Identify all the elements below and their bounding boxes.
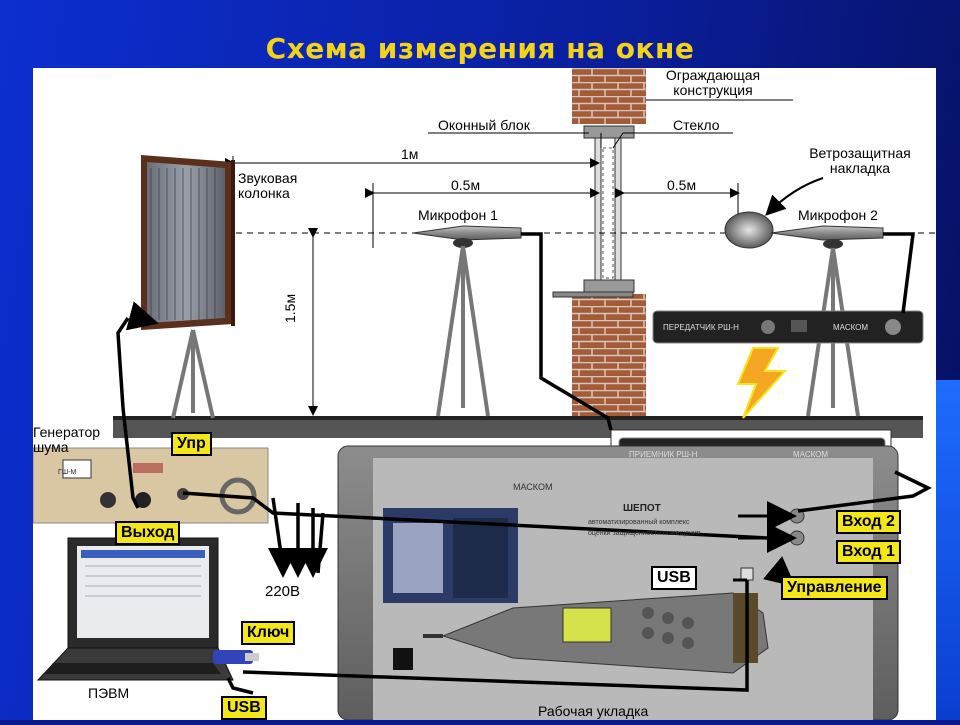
label-speaker: Звуковая колонка: [238, 170, 298, 201]
speaker-tripod: [171, 329, 215, 419]
transmitter-label: ПЕРЕДАТЧИК РШ-Н: [663, 323, 739, 332]
label-work-case: Рабочая укладка: [538, 703, 649, 719]
case-subtitle-1: автоматизированный комплекс: [588, 519, 690, 526]
label-power-220v: 220В: [265, 583, 301, 600]
tag-output: Выход: [115, 521, 181, 545]
label-window-block: Оконный блок: [438, 117, 530, 133]
tag-control-out: Упр: [171, 432, 212, 456]
power-arrows: [268, 548, 328, 578]
enclosing-wall: [552, 68, 646, 416]
tag-key: Ключ: [241, 621, 296, 645]
noise-generator: [32, 447, 269, 524]
transmitter-brand: МАСКОМ: [833, 323, 869, 332]
transmitter-device: [652, 310, 924, 344]
slide-title: Схема измерения на окне: [265, 32, 695, 65]
case-name: ШЕПОТ: [623, 503, 661, 514]
label-distance-1m: 1м: [401, 146, 419, 162]
receiver-label: ПРИЕМНИК РШ-Н: [629, 450, 698, 459]
tag-control: Управление: [781, 576, 888, 600]
label-mic-2: Микрофон 2: [798, 207, 878, 223]
generator-model: ГШ-М: [58, 469, 77, 476]
microphone-1: [412, 225, 522, 417]
tag-input-2: Вход 2: [836, 510, 901, 534]
diagram-canvas: Ограждающая конструкция Оконный блок Сте…: [32, 67, 936, 721]
tag-usb-case: USB: [651, 566, 697, 590]
label-height-15m: 1.5м: [282, 293, 298, 323]
case-brand: МАСКОМ: [513, 482, 553, 492]
radio-link-icon: [736, 347, 788, 419]
measurement-scheme: [32, 68, 936, 721]
speaker: [141, 155, 235, 330]
label-mic-1: Микрофон 1: [418, 207, 498, 223]
label-enclosing-structure: Ограждающая конструкция: [665, 67, 761, 98]
label-glass: Стекло: [673, 117, 720, 133]
usb-key-dongle: [213, 650, 259, 664]
tag-usb-pc: USB: [221, 696, 267, 720]
label-pc: ПЭВМ: [88, 685, 130, 701]
label-distance-05m-left: 0.5м: [451, 177, 481, 193]
label-noise-generator: Генератор шума: [33, 424, 101, 455]
label-wind-cover: Ветрозащитная накладка: [809, 145, 911, 176]
tag-input-1: Вход 1: [836, 540, 901, 564]
laptop: [36, 537, 234, 681]
label-distance-05m-right: 0.5м: [667, 177, 697, 193]
receiver-brand: МАСКОМ: [793, 450, 829, 459]
case-subtitle-2: оценки защищенности помещения: [588, 530, 701, 537]
